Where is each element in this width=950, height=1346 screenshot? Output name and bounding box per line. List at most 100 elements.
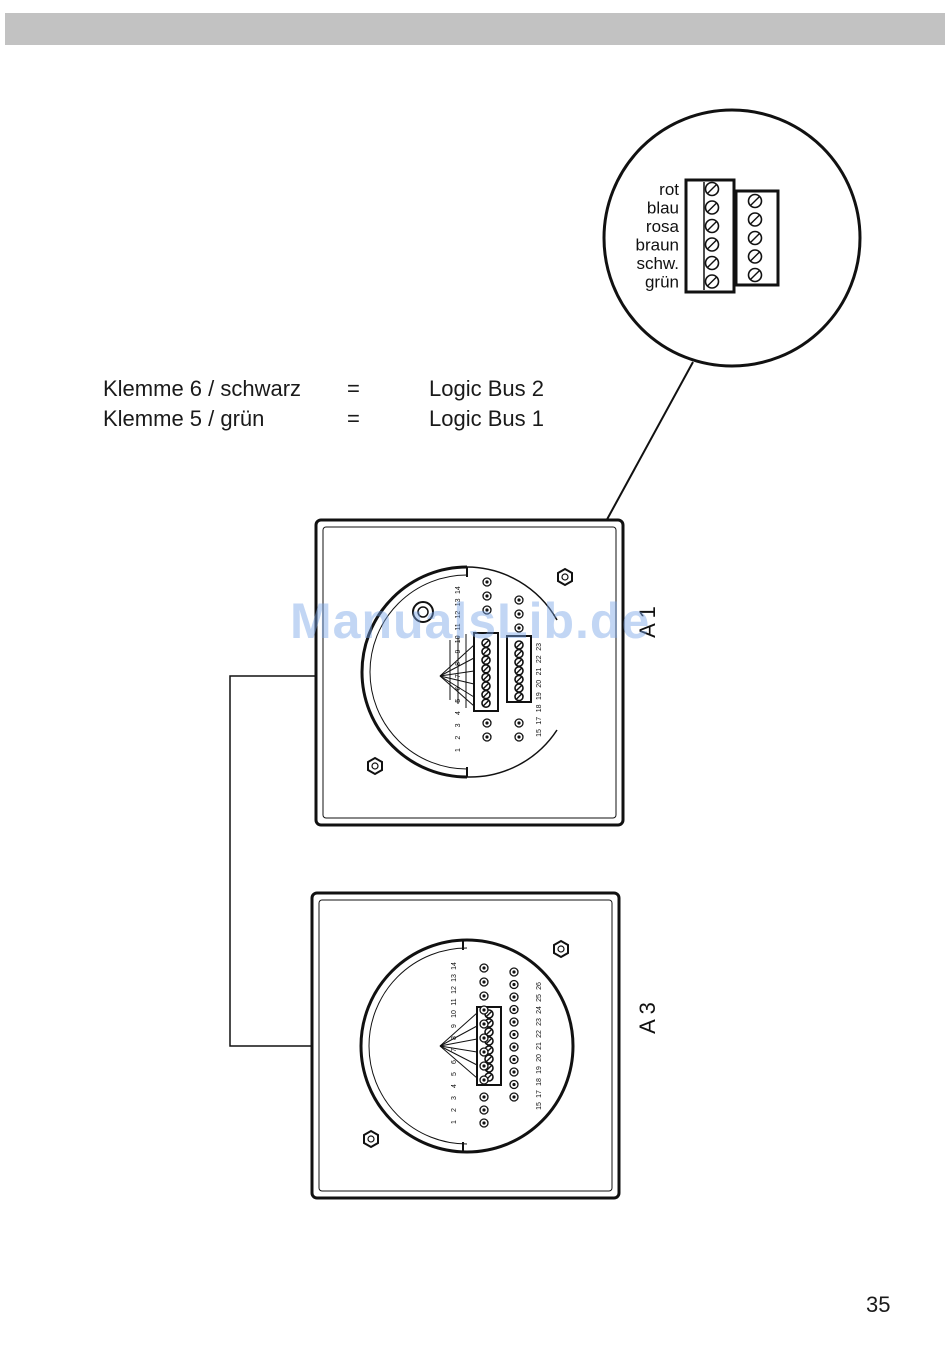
terminal-screw <box>515 658 523 666</box>
terminal-point <box>515 733 523 741</box>
terminal-number: 4 <box>455 711 462 715</box>
terminal-point <box>480 964 488 972</box>
terminal-number: 1 <box>451 1120 458 1124</box>
terminal-point <box>510 1043 518 1051</box>
terminal-screw <box>749 269 762 282</box>
terminal-screw <box>749 232 762 245</box>
terminal-point <box>480 1020 488 1028</box>
terminal-point <box>510 1093 518 1101</box>
terminal-number: 7 <box>451 1048 458 1052</box>
terminal-screw <box>485 1055 493 1063</box>
terminal-number: 23 <box>536 1018 543 1026</box>
terminal-point <box>510 1081 518 1089</box>
terminal-point <box>480 1034 488 1042</box>
terminal-point <box>510 993 518 1001</box>
terminal-number: 20 <box>536 680 543 688</box>
terminal-screw <box>706 201 719 214</box>
terminal-number: 10 <box>451 1010 458 1018</box>
terminal-number: 6 <box>455 686 462 690</box>
device-label-lower: A 3 <box>635 1002 660 1034</box>
terminal-screw <box>515 650 523 658</box>
terminal-number: 8 <box>455 662 462 666</box>
terminal-screw <box>515 684 523 692</box>
terminal-number: 15 <box>536 729 543 737</box>
terminal-number: 21 <box>536 668 543 676</box>
terminal-number: 20 <box>536 1054 543 1062</box>
terminal-screw <box>749 250 762 263</box>
terminal-point <box>510 968 518 976</box>
terminal-point <box>480 1006 488 1014</box>
terminal-point <box>510 981 518 989</box>
terminal-number: 15 <box>536 1102 543 1110</box>
terminal-point <box>480 1119 488 1127</box>
terminal-screw <box>515 675 523 683</box>
wire-color-label: grün <box>645 273 679 292</box>
terminal-number: 24 <box>536 1006 543 1014</box>
terminal-point <box>510 1068 518 1076</box>
terminal-point <box>483 733 491 741</box>
wire-color-label: schw. <box>636 254 679 273</box>
terminal-point <box>483 719 491 727</box>
terminal-number: 26 <box>536 982 543 990</box>
terminal-point <box>510 1018 518 1026</box>
terminal-screw <box>706 257 719 270</box>
terminal-point <box>480 1048 488 1056</box>
terminal-number: 21 <box>536 1042 543 1050</box>
terminal-point <box>480 1093 488 1101</box>
terminal-detail: rotblaurosabraunschw.grün <box>604 110 860 366</box>
terminal-number: 13 <box>451 974 458 982</box>
terminal-number: 17 <box>536 1090 543 1098</box>
terminal-number: 5 <box>455 699 462 703</box>
terminal-screw <box>482 682 490 690</box>
terminal-number: 12 <box>451 986 458 994</box>
terminal-number: 9 <box>451 1024 458 1028</box>
terminal-number: 25 <box>536 994 543 1002</box>
terminal-point <box>510 1031 518 1039</box>
terminal-number: 22 <box>536 655 543 663</box>
terminal-number: 19 <box>536 692 543 700</box>
terminal-number: 7 <box>455 674 462 678</box>
page-number: 35 <box>866 1292 890 1318</box>
terminal-number: 19 <box>536 1066 543 1074</box>
terminal-screw <box>482 665 490 673</box>
wire-color-label: rosa <box>646 217 680 236</box>
terminal-point <box>480 1106 488 1114</box>
wire-color-label: rot <box>659 180 679 199</box>
terminal-screw <box>515 667 523 675</box>
terminal-screw <box>482 691 490 699</box>
terminal-point <box>480 1062 488 1070</box>
terminal-number: 2 <box>455 736 462 740</box>
terminal-point <box>515 719 523 727</box>
terminal-point <box>510 1056 518 1064</box>
terminal-point <box>480 1076 488 1084</box>
terminal-screw <box>749 195 762 208</box>
terminal-screw <box>515 693 523 701</box>
terminal-number: 14 <box>451 962 458 970</box>
terminal-screw <box>706 275 719 288</box>
wire-color-label: blau <box>647 199 679 218</box>
terminal-number: 18 <box>536 704 543 712</box>
terminal-screw <box>749 213 762 226</box>
terminal-number: 6 <box>451 1060 458 1064</box>
terminal-number: 8 <box>451 1036 458 1040</box>
terminal-number: 4 <box>451 1084 458 1088</box>
terminal-number: 9 <box>455 650 462 654</box>
terminal-screw <box>482 699 490 707</box>
terminal-number: 22 <box>536 1030 543 1038</box>
terminal-screw <box>706 220 719 233</box>
terminal-number: 2 <box>451 1108 458 1112</box>
terminal-screw <box>482 673 490 681</box>
terminal-screw <box>706 238 719 251</box>
terminal-point <box>510 1006 518 1014</box>
terminal-screw <box>482 656 490 664</box>
terminal-screw <box>706 183 719 196</box>
terminal-number: 1 <box>455 748 462 752</box>
terminal-number: 17 <box>536 717 543 725</box>
terminal-number: 5 <box>451 1072 458 1076</box>
terminal-point <box>480 992 488 1000</box>
terminal-number: 3 <box>451 1096 458 1100</box>
terminal-number: 3 <box>455 723 462 727</box>
